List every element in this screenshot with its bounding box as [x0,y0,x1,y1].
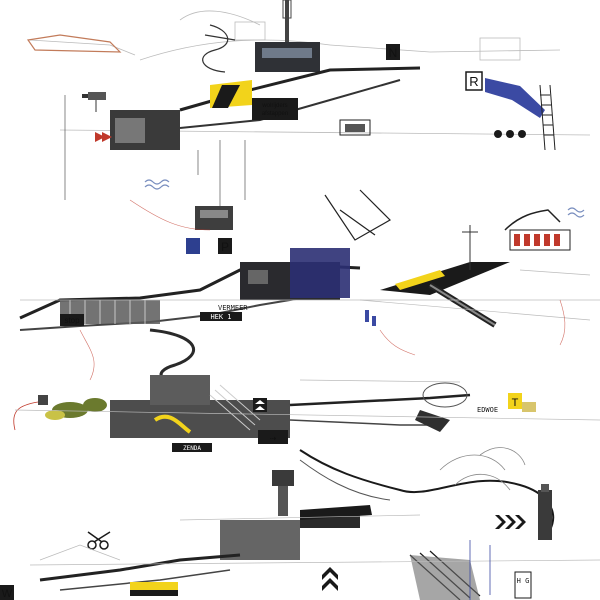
greenery [45,398,107,420]
blue-arm [485,78,545,118]
svg-text:R: R [469,74,478,89]
scissors-icon [87,531,111,550]
band-2-structure: P stop VERMEER HEK 1 [19,189,600,387]
chevron-up-icon [322,567,338,591]
svg-text:N: N [389,46,398,60]
camera-icon [82,92,106,112]
band-3-structure: ⇢ EDWOE T ZENDA [13,375,600,452]
wolrijders-sign [252,98,298,120]
w-marker [0,585,14,600]
edwoe-label: EDWOE [477,406,498,414]
n-marker [386,44,400,60]
svg-text:P: P [221,240,229,254]
svg-text:W: W [2,588,13,600]
arrow-chevron-icon [495,515,526,529]
t-marker [508,393,522,409]
wave-icon [144,179,585,218]
hg-marker: H G [517,577,530,585]
red-arrows [95,132,112,142]
svg-text:stop: stop [64,316,80,325]
band-4-structure: W H G [0,447,600,600]
r-marker [465,71,483,91]
svg-text:⇢: ⇢ [270,434,277,443]
zenda-label: ZENDA [183,445,201,452]
pointer-outline [26,34,122,53]
p-marker [218,238,232,254]
annotation-lines [79,199,566,381]
svg-text:T: T [512,397,519,409]
band-1-structure: wolrijders afstappen N R [26,0,591,210]
vermeer-label: VERMEER [218,304,248,312]
wolrijders-line1: wolrijders [261,103,287,109]
stop-sign [60,314,84,326]
hek-label: HEK 1 [210,313,231,321]
wolrijders-line2: afstappen [262,111,288,117]
